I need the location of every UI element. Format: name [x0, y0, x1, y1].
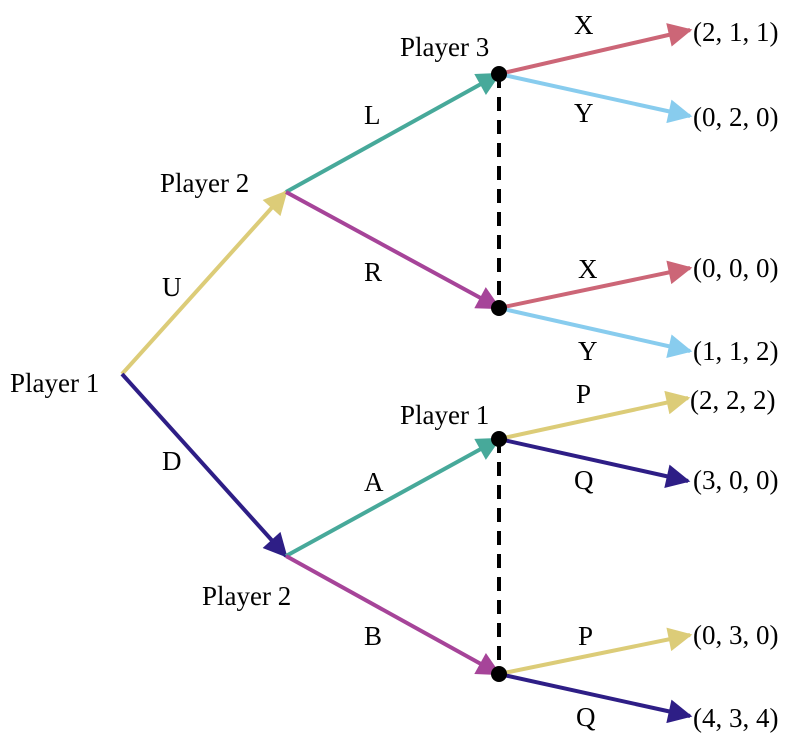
- action-label-L: L: [364, 100, 381, 130]
- player-label-root: Player 1: [10, 368, 99, 398]
- edge-LY: [498, 72, 693, 124]
- action-label-X-upper: X: [574, 10, 594, 40]
- payoff-RY: (1, 1, 2): [693, 336, 778, 366]
- player-label-upper-info: Player 3: [400, 32, 489, 62]
- node-player1-bottom: [491, 666, 507, 682]
- edge-D: [120, 372, 288, 558]
- edge-B: [285, 554, 502, 676]
- payoff-AP: (2, 2, 2): [690, 385, 775, 415]
- edge-BQ: [498, 672, 693, 724]
- action-label-Q-lower: Q: [576, 702, 596, 732]
- player-label-lower-p2: Player 2: [202, 581, 291, 611]
- payoff-BP: (0, 3, 0): [693, 620, 778, 650]
- payoff-BQ: (4, 3, 4): [693, 703, 778, 733]
- node-player1-top: [491, 431, 507, 447]
- action-label-D: D: [162, 446, 182, 476]
- edge-AQ: [498, 437, 691, 489]
- edge-U: [120, 190, 288, 376]
- action-label-P-upper: P: [576, 379, 591, 409]
- edge-RY: [498, 306, 693, 358]
- node-player3-bottom: [491, 300, 507, 316]
- player-label-upper-p2: Player 2: [160, 168, 249, 198]
- player-label-lower-info: Player 1: [400, 400, 489, 430]
- action-label-R: R: [364, 257, 382, 287]
- action-label-P-lower: P: [578, 621, 593, 651]
- action-label-Y-upper: Y: [574, 98, 594, 128]
- payoff-LY: (0, 2, 0): [693, 102, 778, 132]
- payoff-RX: (0, 0, 0): [693, 253, 778, 283]
- edge-BP: [498, 627, 693, 676]
- node-player3-top: [491, 66, 507, 82]
- action-label-U: U: [162, 272, 182, 302]
- edge-R: [285, 190, 502, 310]
- edge-L: [285, 72, 502, 194]
- action-label-B: B: [364, 621, 382, 651]
- action-label-Y-lower: Y: [578, 336, 598, 366]
- edge-LX: [498, 23, 693, 76]
- payoff-LX: (2, 1, 1): [693, 17, 778, 47]
- edge-A: [285, 437, 502, 558]
- action-label-X-lower: X: [578, 254, 598, 284]
- edge-RX: [498, 260, 693, 310]
- action-label-Q-upper: Q: [574, 465, 594, 495]
- edge-AP: [498, 390, 691, 441]
- payoff-AQ: (3, 0, 0): [693, 465, 778, 495]
- action-label-A: A: [364, 467, 384, 497]
